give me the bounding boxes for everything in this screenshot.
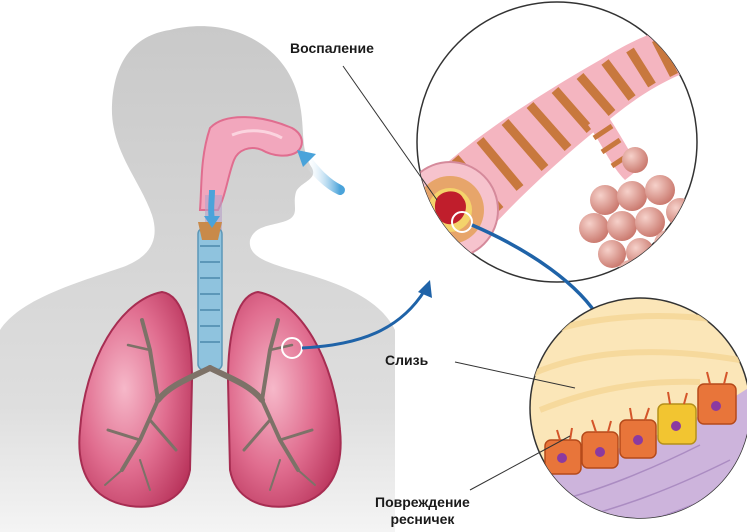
tissue-detail-circle bbox=[520, 298, 747, 532]
airway-cross-section bbox=[402, 162, 498, 258]
label-inflammation: Воспаление bbox=[290, 40, 374, 57]
airway-detail-circle bbox=[402, 2, 720, 284]
trachea bbox=[198, 222, 222, 370]
label-cilia-damage-line1: Повреждение bbox=[375, 494, 470, 511]
label-mucus: Слизь bbox=[385, 352, 428, 369]
label-cilia-damage-line2: ресничек bbox=[375, 511, 470, 528]
label-cilia-damage: Повреждение ресничек bbox=[375, 494, 470, 528]
